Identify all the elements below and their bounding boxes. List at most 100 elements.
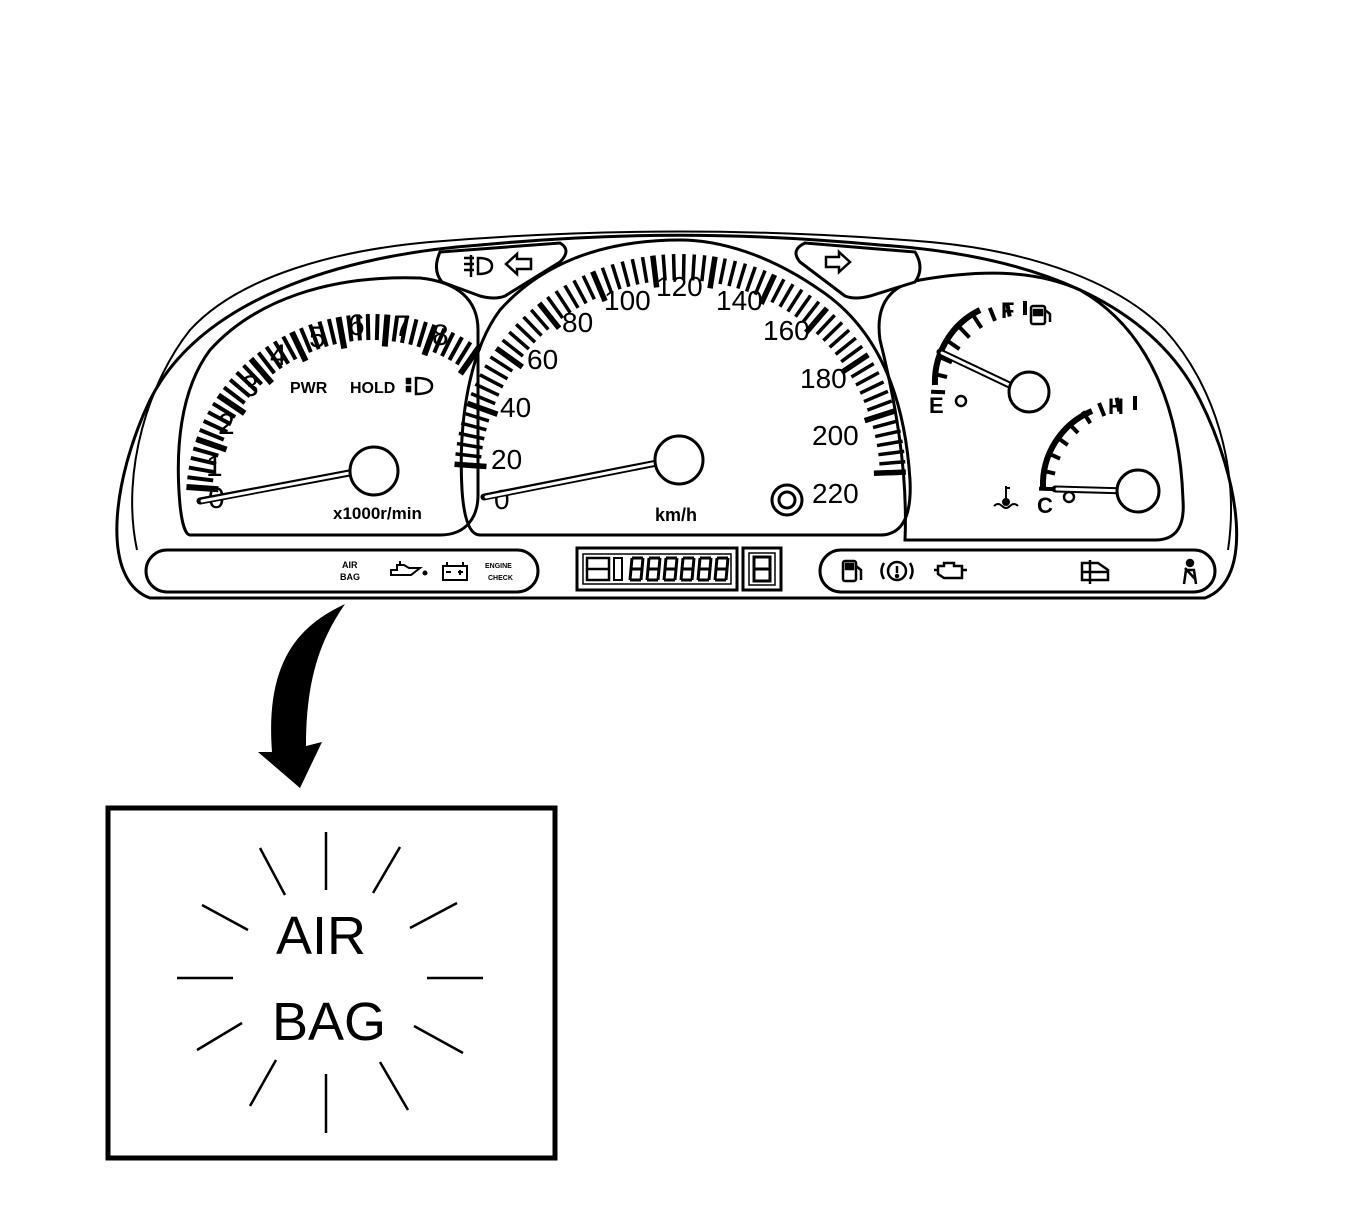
speed-tick [879, 462, 905, 464]
temp-gauge-hub [1117, 470, 1159, 512]
speed-number: 100 [604, 285, 651, 316]
speed-tick [583, 276, 594, 299]
speed-tick [864, 391, 888, 401]
speed-number: 40 [500, 392, 531, 423]
temp-hot-label: H [1108, 394, 1124, 419]
odometer-display [577, 548, 737, 590]
temp-gauge-arc [1043, 411, 1092, 488]
temp-tick [1099, 403, 1104, 416]
speed-tick [632, 259, 637, 284]
odometer-segment [698, 558, 700, 580]
speed-tick [720, 259, 725, 284]
right-warning-strip [820, 550, 1215, 592]
tach-number: 7 [394, 310, 411, 343]
speed-number: 140 [716, 285, 763, 316]
fuel-empty-label: E [929, 393, 944, 418]
temp-cold-label: C [1037, 493, 1053, 518]
check-engine-line1: ENGINE [485, 563, 512, 570]
speed-number: 60 [527, 344, 558, 375]
speed-tick [480, 375, 503, 387]
coolant-temp-icon [994, 486, 1018, 508]
tach-number: 1 [206, 450, 223, 483]
right-turn-pod [796, 243, 920, 298]
high-beam-icon [407, 378, 432, 394]
fuel-tick [948, 341, 959, 349]
gear-indicator [743, 548, 781, 590]
tach-number: 2 [218, 408, 235, 441]
fuel-tick [960, 327, 970, 337]
speed-tick [471, 394, 495, 404]
odometer-segment [664, 558, 666, 580]
left-warning-strip: AIR BAG ENGINE CHECK [146, 550, 538, 592]
tach-tick [368, 314, 369, 340]
odometer-segment [681, 558, 683, 580]
odometer-segment [630, 558, 632, 580]
speed-tick [865, 411, 895, 421]
odometer-segment [726, 558, 728, 580]
speed-number: 200 [812, 420, 859, 451]
speed-tick [729, 261, 735, 286]
speed-tick [455, 464, 487, 466]
odometer-segment [675, 558, 677, 580]
fuel-empty-dot [956, 396, 966, 406]
speed-number: 120 [656, 271, 703, 302]
fuel-tick [990, 308, 995, 321]
speed-number: 0 [494, 484, 510, 515]
speed-tick [867, 401, 891, 410]
tach-tick [339, 317, 345, 348]
tach-number: 8 [432, 319, 449, 352]
temp-cold-dot [1064, 492, 1074, 502]
speedometer-hub [655, 436, 703, 484]
odometer-segment [641, 558, 643, 580]
speed-tick [874, 472, 906, 473]
odometer-segment [715, 558, 717, 580]
tachometer-unit: x1000r/min [333, 504, 422, 523]
speed-tick [622, 262, 629, 287]
fuel-gauge-hub [1009, 372, 1049, 412]
tach-number: 6 [348, 309, 365, 342]
airbag-callout-box: AIR BAG [108, 808, 555, 1158]
fuel-full-label: F [1001, 298, 1014, 323]
tach-tick [385, 315, 388, 347]
fuel-needle-inner [942, 353, 1020, 390]
tachometer-hub [350, 447, 398, 495]
airbag-light-line2: BAG [340, 572, 360, 582]
tach-number: 3 [242, 370, 259, 403]
odometer-segment [647, 558, 649, 580]
tach-number: 4 [270, 339, 287, 372]
speed-tick [873, 421, 898, 428]
speedometer-unit: km/h [655, 505, 697, 525]
speed-number: 80 [562, 307, 593, 338]
speed-tick [856, 373, 879, 385]
speed-tick [860, 382, 883, 393]
fuel-tick [974, 316, 982, 328]
speed-tick [574, 280, 586, 303]
speed-number: 180 [800, 363, 847, 394]
speed-tick [643, 257, 647, 283]
speed-number: 20 [491, 444, 522, 475]
callout-arrow [258, 604, 345, 788]
callout-line2: BAG [272, 992, 386, 1052]
tach-tick [418, 322, 426, 347]
odometer-segment [658, 558, 660, 580]
indicator-pwr: PWR [290, 380, 328, 397]
tachometer-needle-inner [202, 471, 360, 501]
tach-tick [377, 314, 378, 340]
speed-number: 220 [812, 478, 859, 509]
tach-tick [410, 319, 416, 344]
speed-tick [461, 423, 486, 430]
odometer-segment [692, 558, 694, 580]
indicator-hold: HOLD [350, 380, 395, 397]
check-engine-line2: CHECK [488, 575, 513, 582]
speed-tick [710, 257, 715, 289]
speed-number: 160 [763, 315, 810, 346]
tach-number: 5 [309, 321, 326, 354]
callout-line1: AIR [276, 906, 366, 966]
airbag-light-line1: AIR [342, 560, 358, 570]
odometer-segment [709, 558, 711, 580]
fuel-pump-icon [1031, 306, 1050, 324]
speed-tick [875, 431, 900, 437]
trip-reset-knob [772, 485, 802, 515]
